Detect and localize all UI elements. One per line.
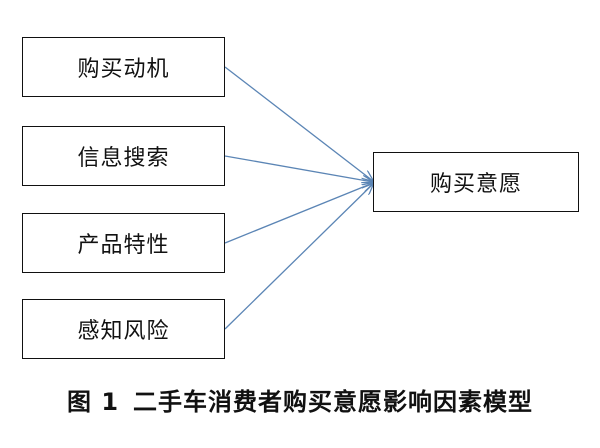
figure-title: 二手车消费者购买意愿影响因素模型 bbox=[133, 388, 534, 416]
figure-number: 图 1 bbox=[66, 388, 120, 416]
outcome-label: 购买意愿 bbox=[429, 172, 522, 197]
factor-label: 产品特性 bbox=[77, 233, 170, 258]
factor-box-perceived-risk: 感知风险 bbox=[22, 299, 225, 359]
factor-box-purchase-motivation: 购买动机 bbox=[22, 37, 225, 97]
factor-label: 感知风险 bbox=[77, 319, 170, 344]
factor-box-information-search: 信息搜索 bbox=[22, 126, 225, 186]
factor-label: 购买动机 bbox=[77, 57, 170, 82]
factor-box-product-features: 产品特性 bbox=[22, 213, 225, 273]
outcome-box-purchase-intention: 购买意愿 bbox=[373, 152, 579, 212]
arrow-motivation-to-intention bbox=[224, 66, 373, 181]
arrow-product-to-intention bbox=[224, 183, 373, 244]
arrow-info-to-intention bbox=[224, 155, 373, 182]
arrow-risk-to-intention bbox=[224, 184, 373, 330]
figure-caption: 图 1 二手车消费者购买意愿影响因素模型 bbox=[0, 382, 600, 417]
factor-label: 信息搜索 bbox=[77, 146, 170, 171]
